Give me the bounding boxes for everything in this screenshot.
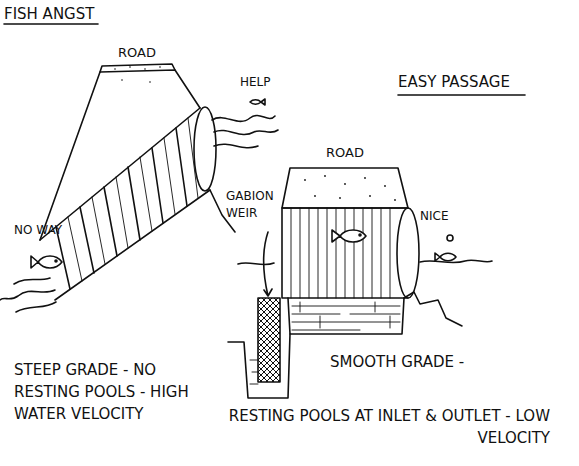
gabion-weir — [258, 232, 280, 382]
fish — [250, 99, 265, 105]
road-stipple — [304, 175, 396, 201]
road-fill-left — [114, 66, 161, 83]
steep-culvert-pipe — [40, 107, 216, 300]
condition-note: STEEP GRADE - NO RESTING POOLS - HIGH WA… — [14, 360, 210, 425]
road-label: ROAD — [118, 44, 178, 63]
road-label: ROAD — [326, 144, 386, 163]
level-culvert-pipe — [282, 208, 419, 298]
road-fill-right — [282, 168, 408, 208]
fish — [435, 235, 456, 261]
calm-water — [238, 260, 492, 265]
fish — [31, 256, 62, 268]
condition-note: SMOOTH GRADE - — [330, 352, 500, 374]
part-label: GABION WEIR — [226, 188, 296, 223]
fish-callout: NICE — [420, 208, 480, 225]
fish — [332, 230, 366, 242]
fish-callout: NO WAY — [14, 222, 94, 239]
culvert-bedding — [288, 298, 404, 334]
condition-note: RESTING POOLS AT INLET & OUTLET - LOW VE… — [200, 406, 550, 450]
panel-heading: EASY PASSAGE — [398, 72, 548, 94]
resting-pools — [228, 292, 462, 398]
fish-callout: HELP — [240, 74, 300, 91]
panel-heading: FISH ANGST — [4, 4, 124, 26]
steep-embankment — [40, 64, 235, 240]
